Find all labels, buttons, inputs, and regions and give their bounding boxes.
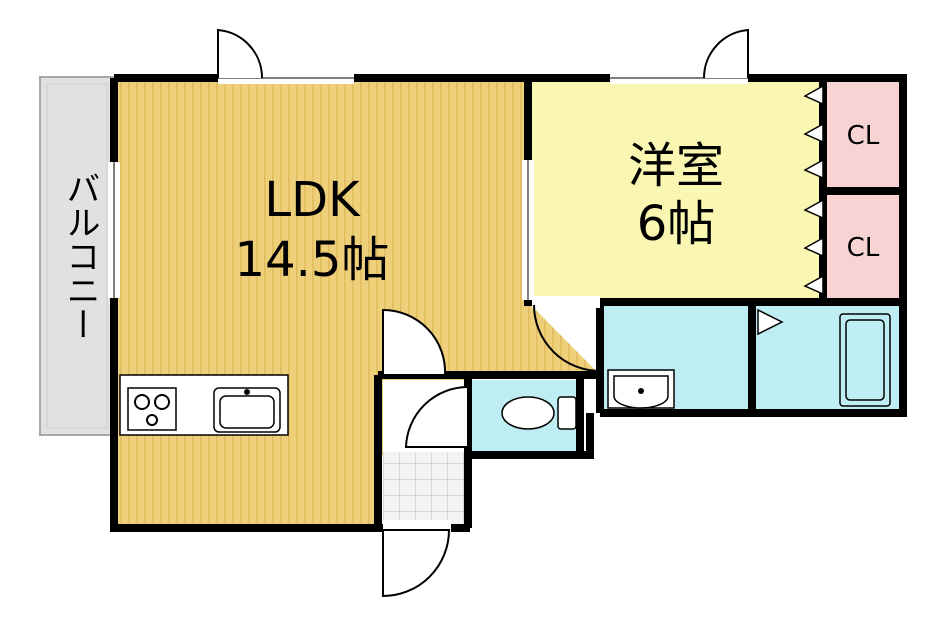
western-room-name: 洋室 bbox=[628, 138, 724, 194]
sink-icon bbox=[213, 387, 281, 433]
closet-upper bbox=[823, 80, 899, 188]
kitchen-counter bbox=[119, 374, 289, 436]
bathtub-icon bbox=[839, 313, 891, 407]
western-room-size: 6帖 bbox=[637, 196, 716, 252]
entrance-tile bbox=[383, 452, 468, 526]
western-room-floor bbox=[528, 80, 823, 302]
walls bbox=[110, 74, 907, 532]
closet-lower-label: CL bbox=[847, 233, 880, 263]
ldk-name: LDK bbox=[264, 172, 361, 228]
door-swings bbox=[217, 28, 749, 598]
washbasin-icon bbox=[607, 369, 675, 409]
closet-doors bbox=[757, 84, 824, 336]
ldk-size: 14.5帖 bbox=[235, 232, 390, 288]
stove-icon bbox=[127, 387, 177, 431]
closet-lower bbox=[823, 194, 899, 302]
balcony bbox=[39, 76, 115, 436]
balcony-label: バルコニー bbox=[60, 171, 100, 341]
toilet-icon bbox=[501, 396, 577, 430]
closet-upper-label: CL bbox=[847, 121, 880, 151]
